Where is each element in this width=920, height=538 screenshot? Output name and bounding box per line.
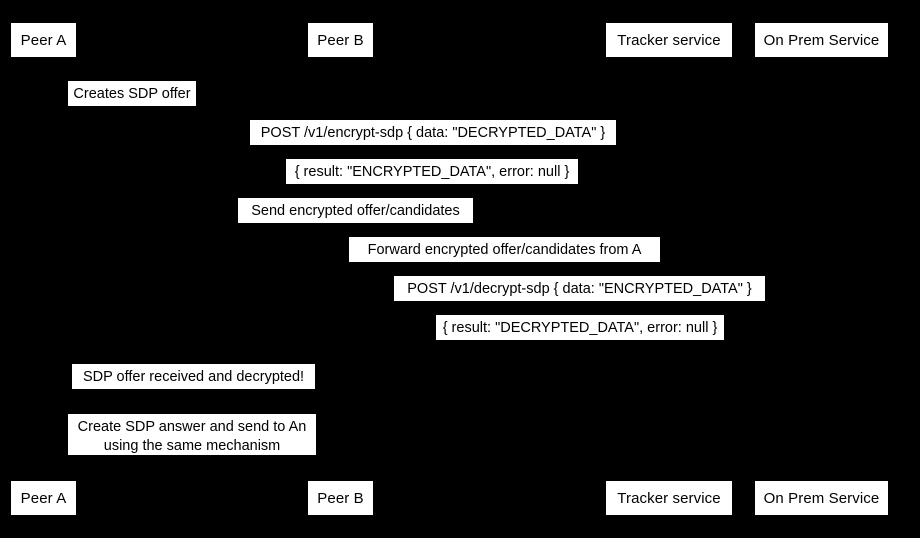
arrow-msg-1 bbox=[43, 107, 143, 108]
message-text: Creates SDP offer bbox=[73, 86, 191, 102]
arrow-msg-3 bbox=[43, 185, 821, 186]
message-label-sdp-offer-received: SDP offer received and decrypted! bbox=[72, 364, 315, 389]
participant-header-tracker-service[interactable]: Tracker service bbox=[605, 22, 733, 58]
message-text: Send encrypted offer/candidates bbox=[251, 203, 460, 219]
message-text: POST /v1/encrypt-sdp { data: "DECRYPTED_… bbox=[260, 125, 606, 141]
lifeline-peer-a bbox=[43, 58, 44, 477]
message-text: { result: "DECRYPTED_DATA", error: null … bbox=[442, 320, 718, 336]
participant-label: Peer A bbox=[20, 31, 67, 49]
participant-footer-tracker-service[interactable]: Tracker service bbox=[605, 480, 733, 516]
message-label-create-sdp-answer: Create SDP answer and send to An using t… bbox=[68, 414, 316, 455]
participant-footer-peer-a[interactable]: Peer A bbox=[10, 480, 77, 516]
participant-label: Peer B bbox=[317, 31, 364, 49]
message-label-send-encrypted-offer: Send encrypted offer/candidates bbox=[238, 198, 473, 223]
participant-header-peer-b[interactable]: Peer B bbox=[307, 22, 374, 58]
lifeline-tracker-service bbox=[668, 58, 669, 477]
message-label-decrypt-result: { result: "DECRYPTED_DATA", error: null … bbox=[436, 315, 724, 340]
participant-label: On Prem Service bbox=[763, 489, 880, 507]
message-text: Create SDP answer and send to An using t… bbox=[77, 419, 307, 455]
arrow-msg-5 bbox=[340, 263, 668, 264]
arrow-msg-7 bbox=[340, 341, 821, 342]
participant-label: Peer A bbox=[20, 489, 67, 507]
participant-label: Peer B bbox=[317, 489, 364, 507]
participant-footer-peer-b[interactable]: Peer B bbox=[307, 480, 374, 516]
lifeline-peer-b bbox=[340, 58, 341, 477]
lifeline-on-prem-service bbox=[821, 58, 822, 477]
participant-footer-on-prem-service[interactable]: On Prem Service bbox=[754, 480, 889, 516]
arrow-msg-4 bbox=[43, 224, 668, 225]
message-label-post-encrypt-sdp: POST /v1/encrypt-sdp { data: "DECRYPTED_… bbox=[250, 120, 616, 145]
message-label-post-decrypt-sdp: POST /v1/decrypt-sdp { data: "ENCRYPTED_… bbox=[394, 276, 765, 301]
participant-header-on-prem-service[interactable]: On Prem Service bbox=[754, 22, 889, 58]
arrow-msg-6 bbox=[340, 302, 821, 303]
message-text: { result: "ENCRYPTED_DATA", error: null … bbox=[294, 164, 570, 180]
message-label-forward-encrypted-offer: Forward encrypted offer/candidates from … bbox=[349, 237, 660, 262]
participant-label: Tracker service bbox=[617, 31, 721, 49]
message-label-creates-sdp-offer: Creates SDP offer bbox=[68, 81, 196, 106]
arrow-msg-8 bbox=[43, 390, 143, 391]
message-label-encrypt-result: { result: "ENCRYPTED_DATA", error: null … bbox=[286, 159, 578, 184]
message-text: POST /v1/decrypt-sdp { data: "ENCRYPTED_… bbox=[407, 281, 752, 297]
arrow-msg-2 bbox=[43, 146, 821, 147]
participant-header-peer-a[interactable]: Peer A bbox=[10, 22, 77, 58]
message-text: SDP offer received and decrypted! bbox=[82, 369, 305, 385]
message-text: Forward encrypted offer/candidates from … bbox=[367, 242, 642, 258]
participant-label: Tracker service bbox=[617, 489, 721, 507]
participant-label: On Prem Service bbox=[763, 31, 880, 49]
